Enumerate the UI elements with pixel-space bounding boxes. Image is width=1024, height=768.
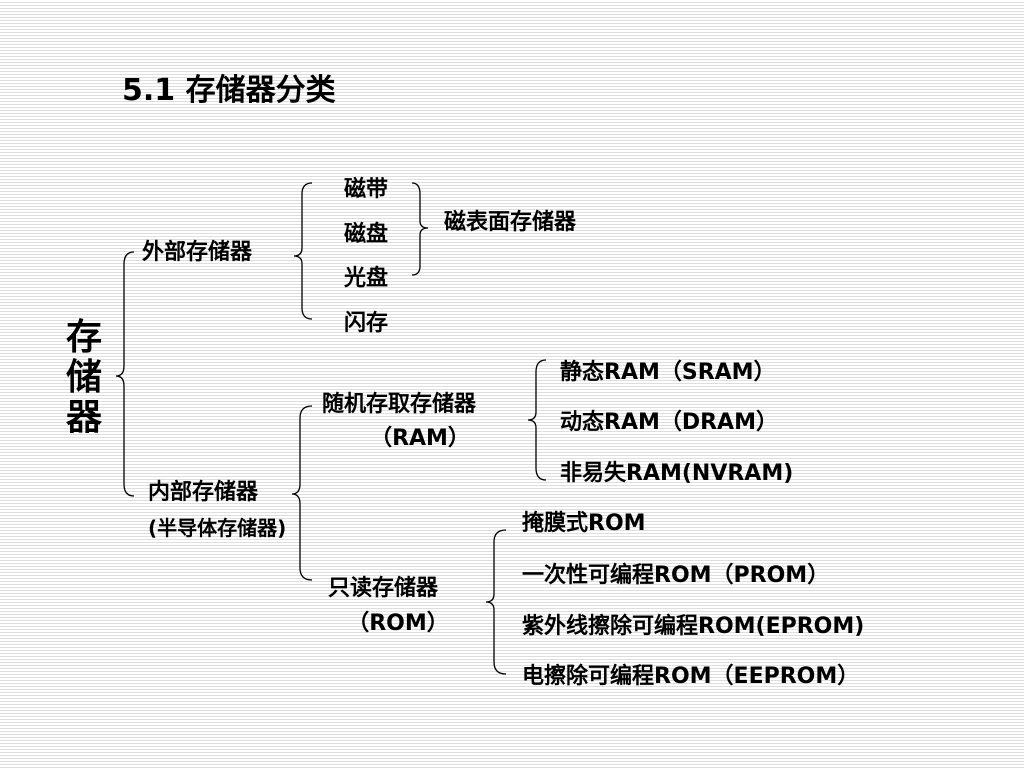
rom-abbrev-label: （ROM） [347, 611, 449, 636]
rom-label: 只读存储器 [328, 576, 439, 601]
rom-brace [485, 529, 507, 675]
tape-label: 磁带 [344, 177, 389, 202]
root-label: 存储器 [65, 317, 102, 438]
external-brace [293, 182, 313, 320]
internal-brace [291, 405, 313, 581]
ram-brace [527, 359, 547, 481]
internal-storage-label: 内部存储器 [148, 480, 259, 505]
magnetic-disk-label: 磁盘 [344, 222, 389, 247]
nvram-label: 非易失RAM(NVRAM) [560, 461, 794, 486]
magnetic-brace [411, 182, 429, 276]
sram-label: 静态RAM（SRAM） [560, 360, 776, 385]
page-title: 5.1 存储器分类 [122, 73, 336, 108]
dram-label: 动态RAM（DRAM） [560, 410, 778, 435]
prom-label: 一次性可编程ROM（PROM） [522, 563, 830, 588]
external-storage-label: 外部存储器 [142, 240, 253, 265]
eeprom-label: 电擦除可编程ROM（EEPROM） [522, 664, 860, 689]
flash-memory-label: 闪存 [344, 311, 389, 336]
optical-disk-label: 光盘 [344, 266, 389, 291]
root-brace [115, 251, 135, 497]
mask-rom-label: 掩膜式ROM [522, 511, 646, 536]
eprom-label: 紫外线擦除可编程ROM(EPROM) [522, 614, 865, 639]
semiconductor-storage-label: (半导体存储器) [148, 516, 287, 540]
magnetic-surface-storage-label: 磁表面存储器 [444, 210, 577, 235]
ram-label: 随机存取存储器 [322, 392, 477, 417]
ram-abbrev-label: （RAM） [370, 426, 470, 451]
